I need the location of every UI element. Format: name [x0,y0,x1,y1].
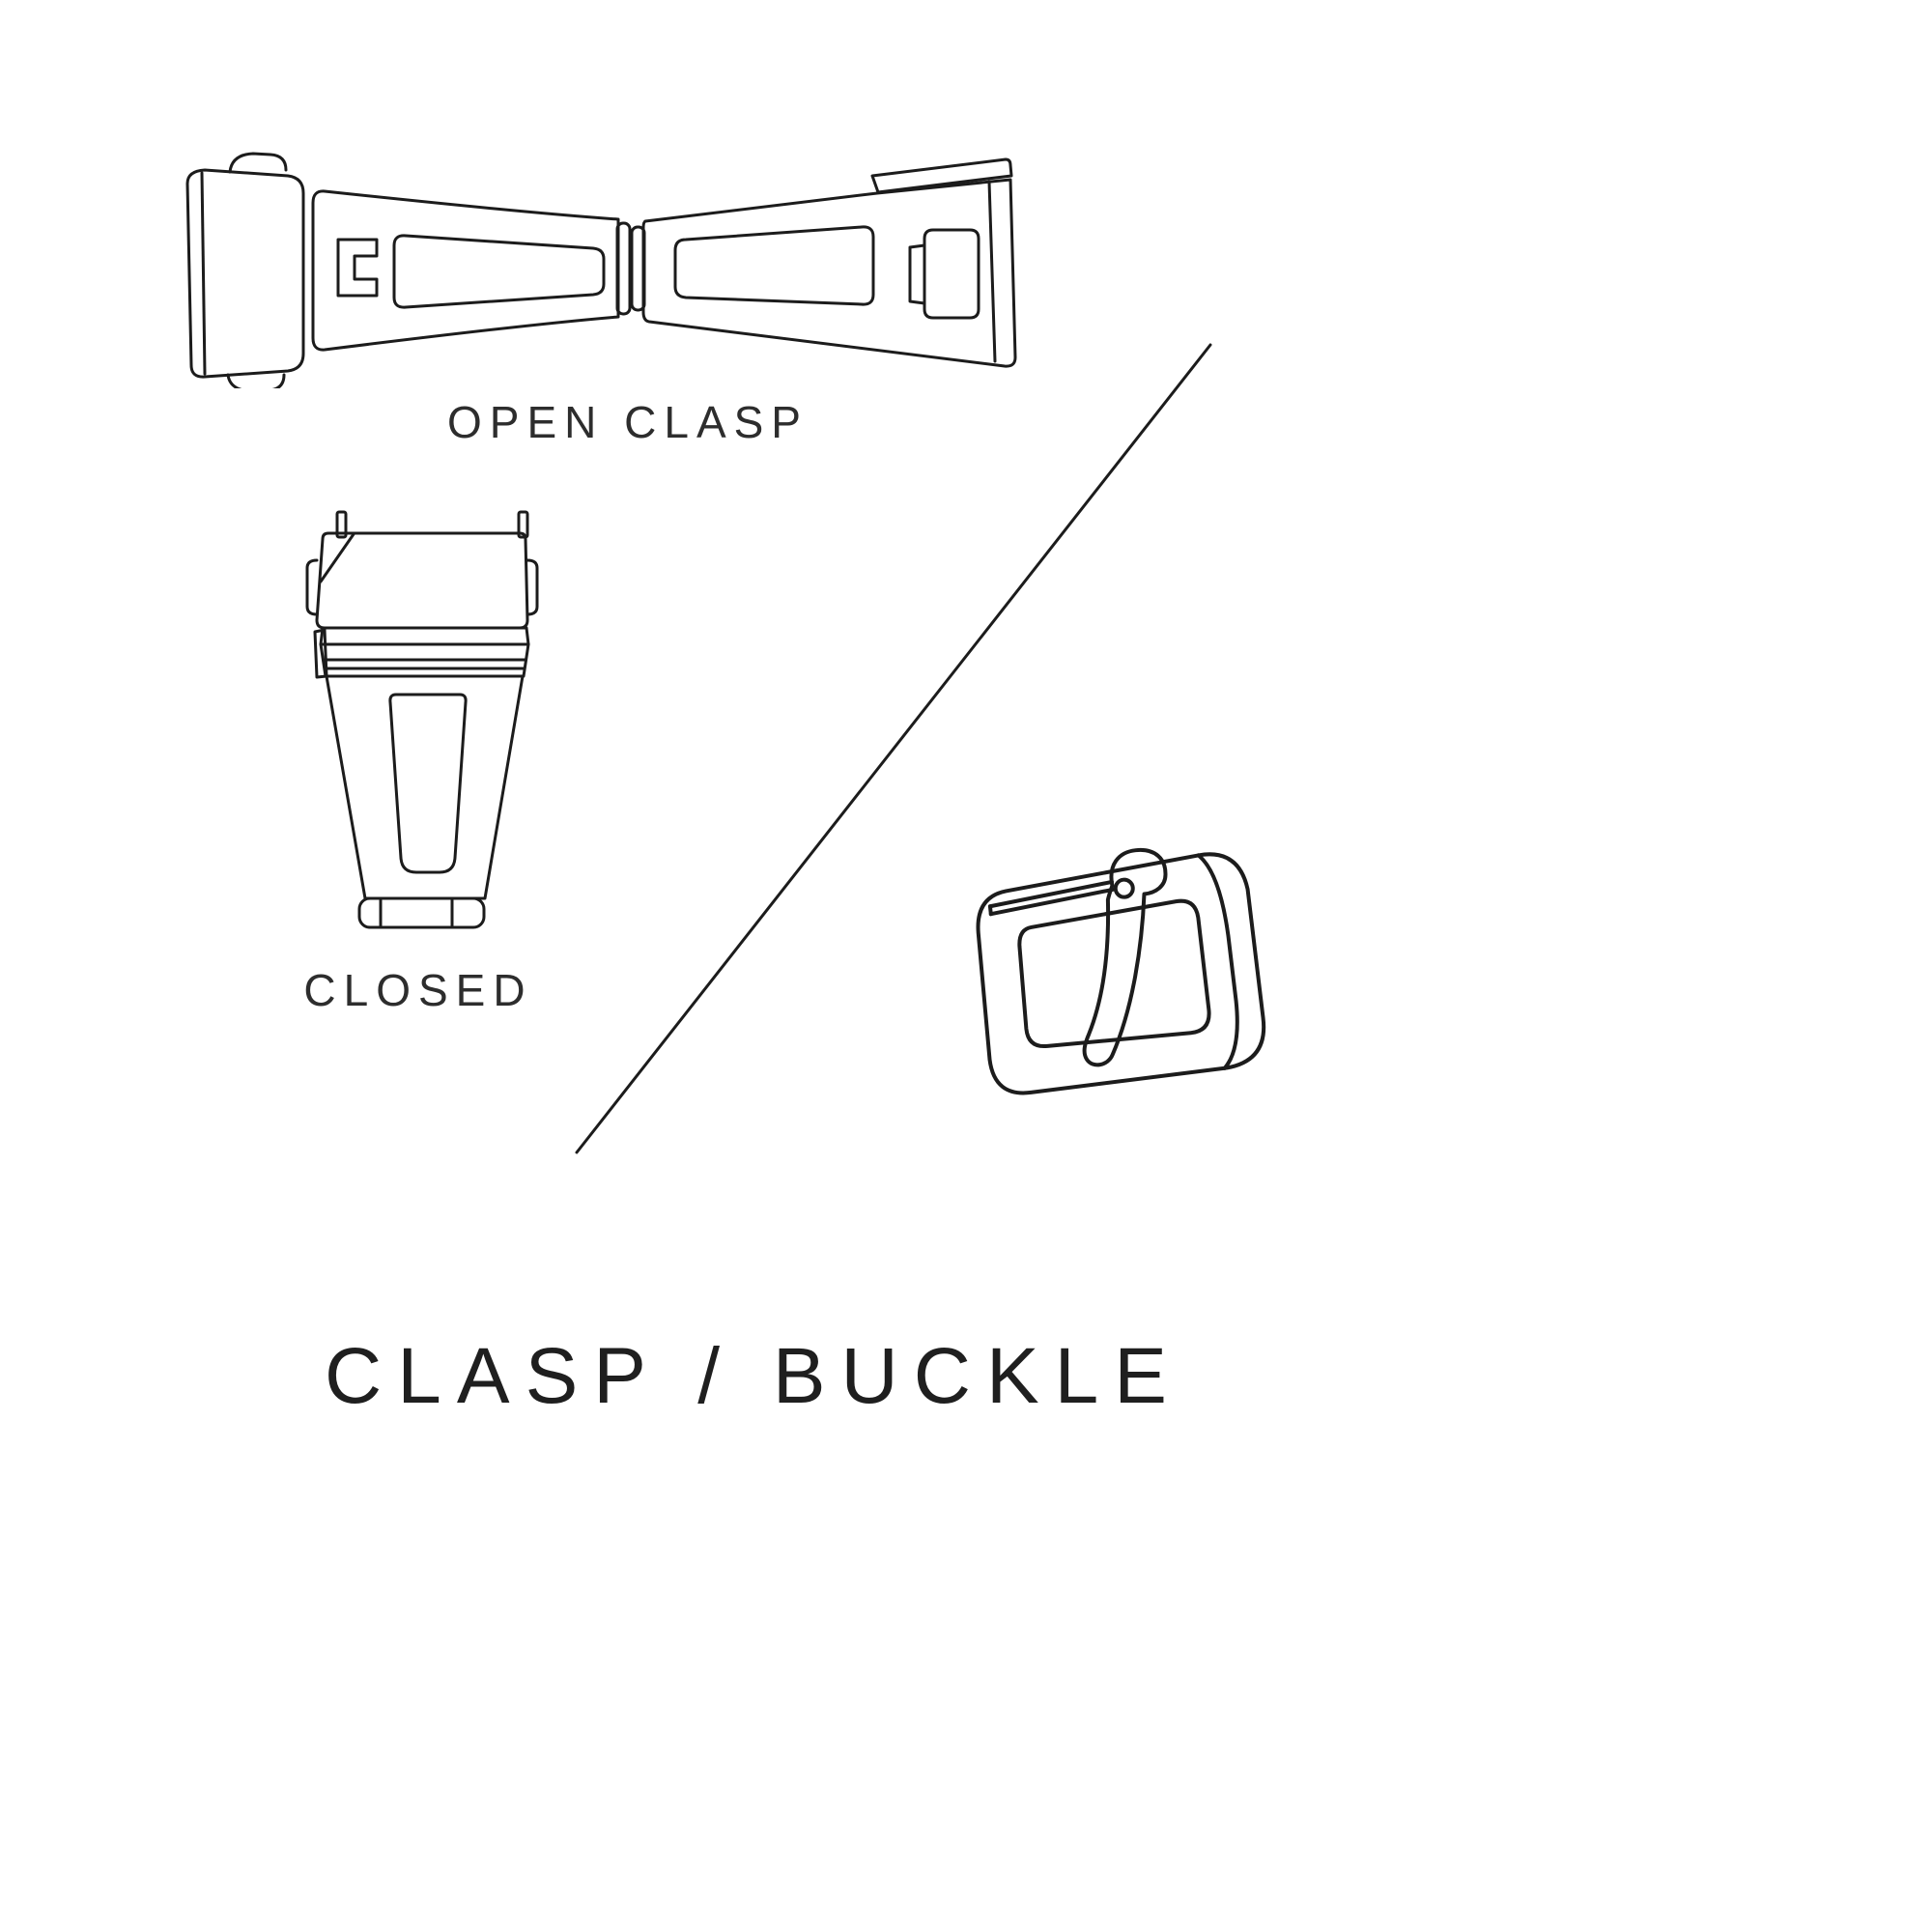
closed-clasp-illustration [298,504,549,934]
tang-buckle-illustration [952,829,1299,1128]
tang-buckle-icon [976,847,1266,1095]
open-clasp-illustration [172,137,1022,388]
open-clasp-label: OPEN CLASP [447,397,809,447]
closed-clasp-icon [305,510,539,929]
closed-clasp-label: CLOSED [303,965,533,1015]
open-clasp-icon [185,152,1017,388]
page-title: CLASP / BUCKLE [325,1332,1182,1420]
